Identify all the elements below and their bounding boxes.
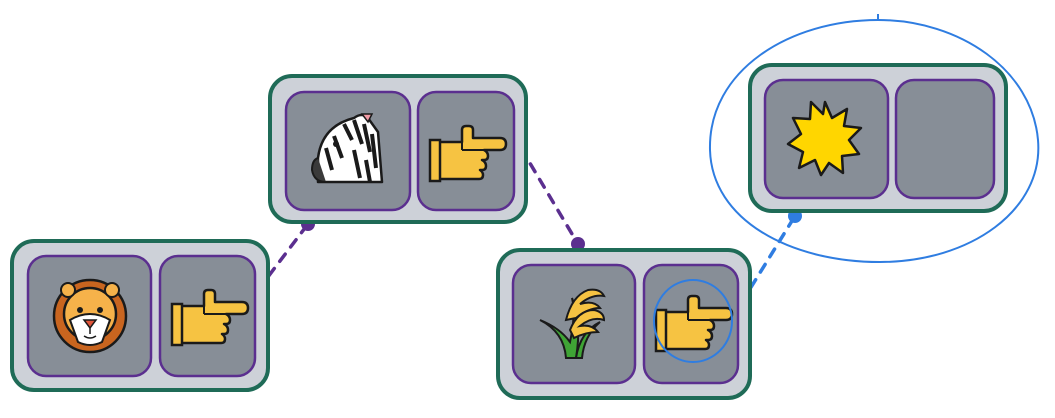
sheaf-of-grain-icon: [539, 288, 606, 359]
sun-block-highlight-ellipse: [708, 18, 1040, 264]
lion-icon: [52, 278, 128, 354]
hand-highlight-circle: [653, 279, 733, 363]
zebra-icon: [310, 113, 384, 184]
grain-block[interactable]: [496, 248, 752, 400]
sun-icon: [786, 100, 863, 177]
zebra-block[interactable]: [268, 74, 528, 224]
sun-block[interactable]: [748, 63, 1008, 213]
lion-block[interactable]: [10, 239, 270, 392]
